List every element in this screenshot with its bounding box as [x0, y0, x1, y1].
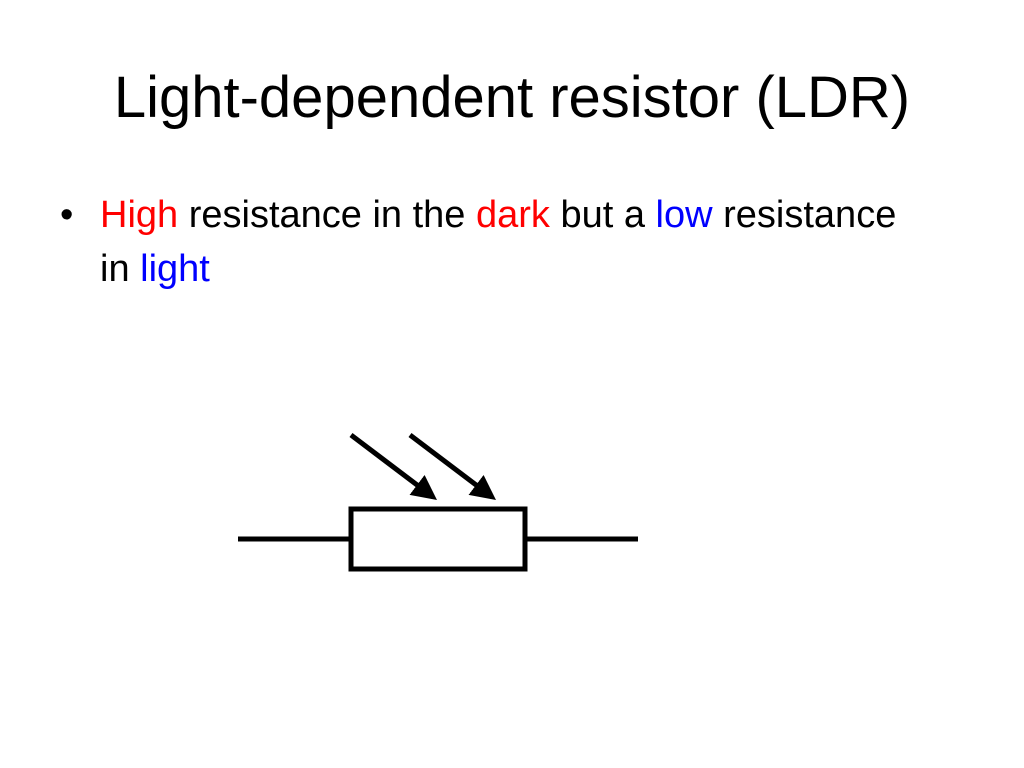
text-dark: dark: [475, 194, 550, 236]
ldr-circuit-symbol: [238, 433, 638, 572]
slide-title: Light-dependent resistor (LDR): [113, 65, 911, 130]
bullet-list: • High resistance in the dark but a low r…: [60, 188, 920, 296]
text-high: High: [100, 194, 179, 236]
resistor-body: [348, 506, 528, 572]
bullet-marker: •: [60, 194, 74, 236]
bullet-item: • High resistance in the dark but a low r…: [60, 188, 920, 296]
light-arrow-1: [349, 433, 437, 501]
light-arrow-2: [408, 433, 496, 501]
text-resistance-in: resistance in: [100, 194, 897, 290]
text-low: low: [655, 194, 713, 236]
text-resistance-in-the: resistance in the: [178, 194, 476, 236]
text-but-a: but a: [549, 194, 656, 236]
text-light: light: [140, 248, 210, 290]
